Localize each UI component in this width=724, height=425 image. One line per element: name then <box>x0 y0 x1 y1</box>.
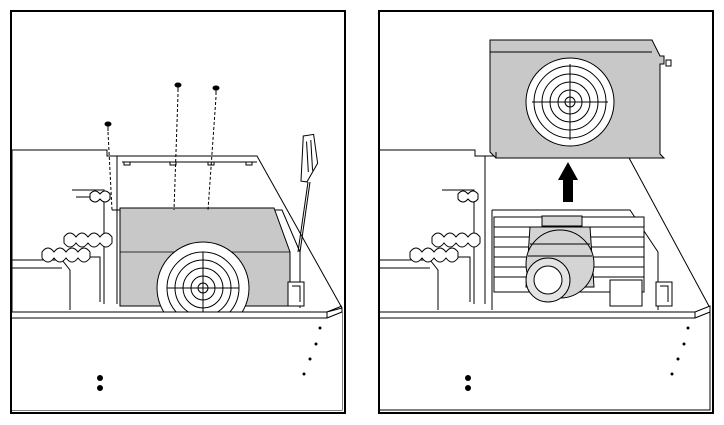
panel-lift-housing <box>378 10 714 414</box>
panel-fasteners <box>465 326 690 391</box>
panel-remove-screws <box>10 10 346 414</box>
slot <box>123 161 131 166</box>
cable-bundle <box>41 190 113 263</box>
slot <box>245 161 253 166</box>
fan-grille-icon <box>156 241 250 335</box>
blower-motor-icon <box>525 215 595 303</box>
up-arrow-icon <box>558 162 578 202</box>
chassis-top-edge <box>12 149 343 309</box>
screw-icon <box>104 82 220 131</box>
slot <box>169 161 177 166</box>
panel-fasteners <box>97 326 322 391</box>
screwdriver-icon <box>297 133 319 253</box>
cable-bundle <box>409 190 481 263</box>
drive-bay <box>12 259 71 310</box>
fan-grille-icon <box>525 57 615 147</box>
screw-guide-lines <box>107 93 217 211</box>
right-illustration <box>380 39 711 411</box>
bracket <box>609 279 673 307</box>
left-illustration <box>12 82 343 411</box>
bracket <box>287 281 305 307</box>
